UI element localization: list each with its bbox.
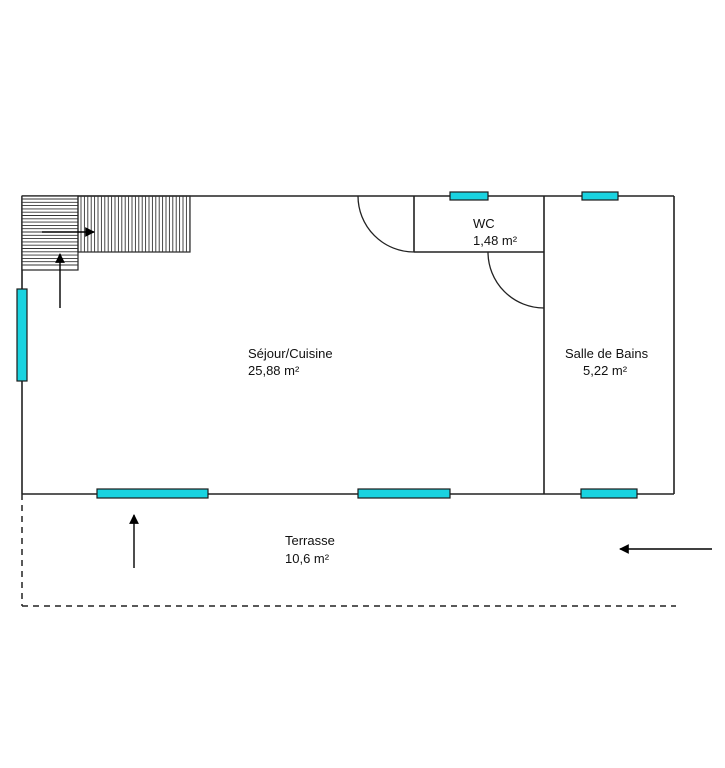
room-name-wc: WC [473, 216, 495, 231]
door-bath-swing [487, 251, 545, 309]
window-top-wc [449, 191, 489, 201]
room-area-sejour: 25,88 m² [248, 363, 300, 378]
window-bottom-middle [357, 488, 451, 499]
room-name-terrasse: Terrasse [285, 533, 335, 548]
stair-treads-horizontal [80, 196, 191, 252]
room-labels: Séjour/Cuisine 25,88 m² WC 1,48 m² Salle… [248, 216, 649, 566]
window-bottom-left [96, 488, 209, 499]
room-area-terrasse: 10,6 m² [285, 551, 330, 566]
room-area-bath: 5,22 m² [583, 363, 628, 378]
stair-treads-vertical [22, 198, 78, 266]
window-top-bath [581, 191, 619, 201]
windows [16, 191, 638, 499]
doors [357, 195, 545, 309]
walls [21, 195, 675, 495]
terrace-boundary [21, 494, 676, 607]
window-bottom-bath [580, 488, 638, 499]
room-area-wc: 1,48 m² [473, 233, 518, 248]
stair-landing [21, 195, 79, 271]
room-name-sejour: Séjour/Cuisine [248, 346, 333, 361]
room-name-bath: Salle de Bains [565, 346, 649, 361]
window-left [16, 288, 28, 382]
door-wc-swing [357, 195, 415, 253]
staircase [21, 195, 191, 308]
